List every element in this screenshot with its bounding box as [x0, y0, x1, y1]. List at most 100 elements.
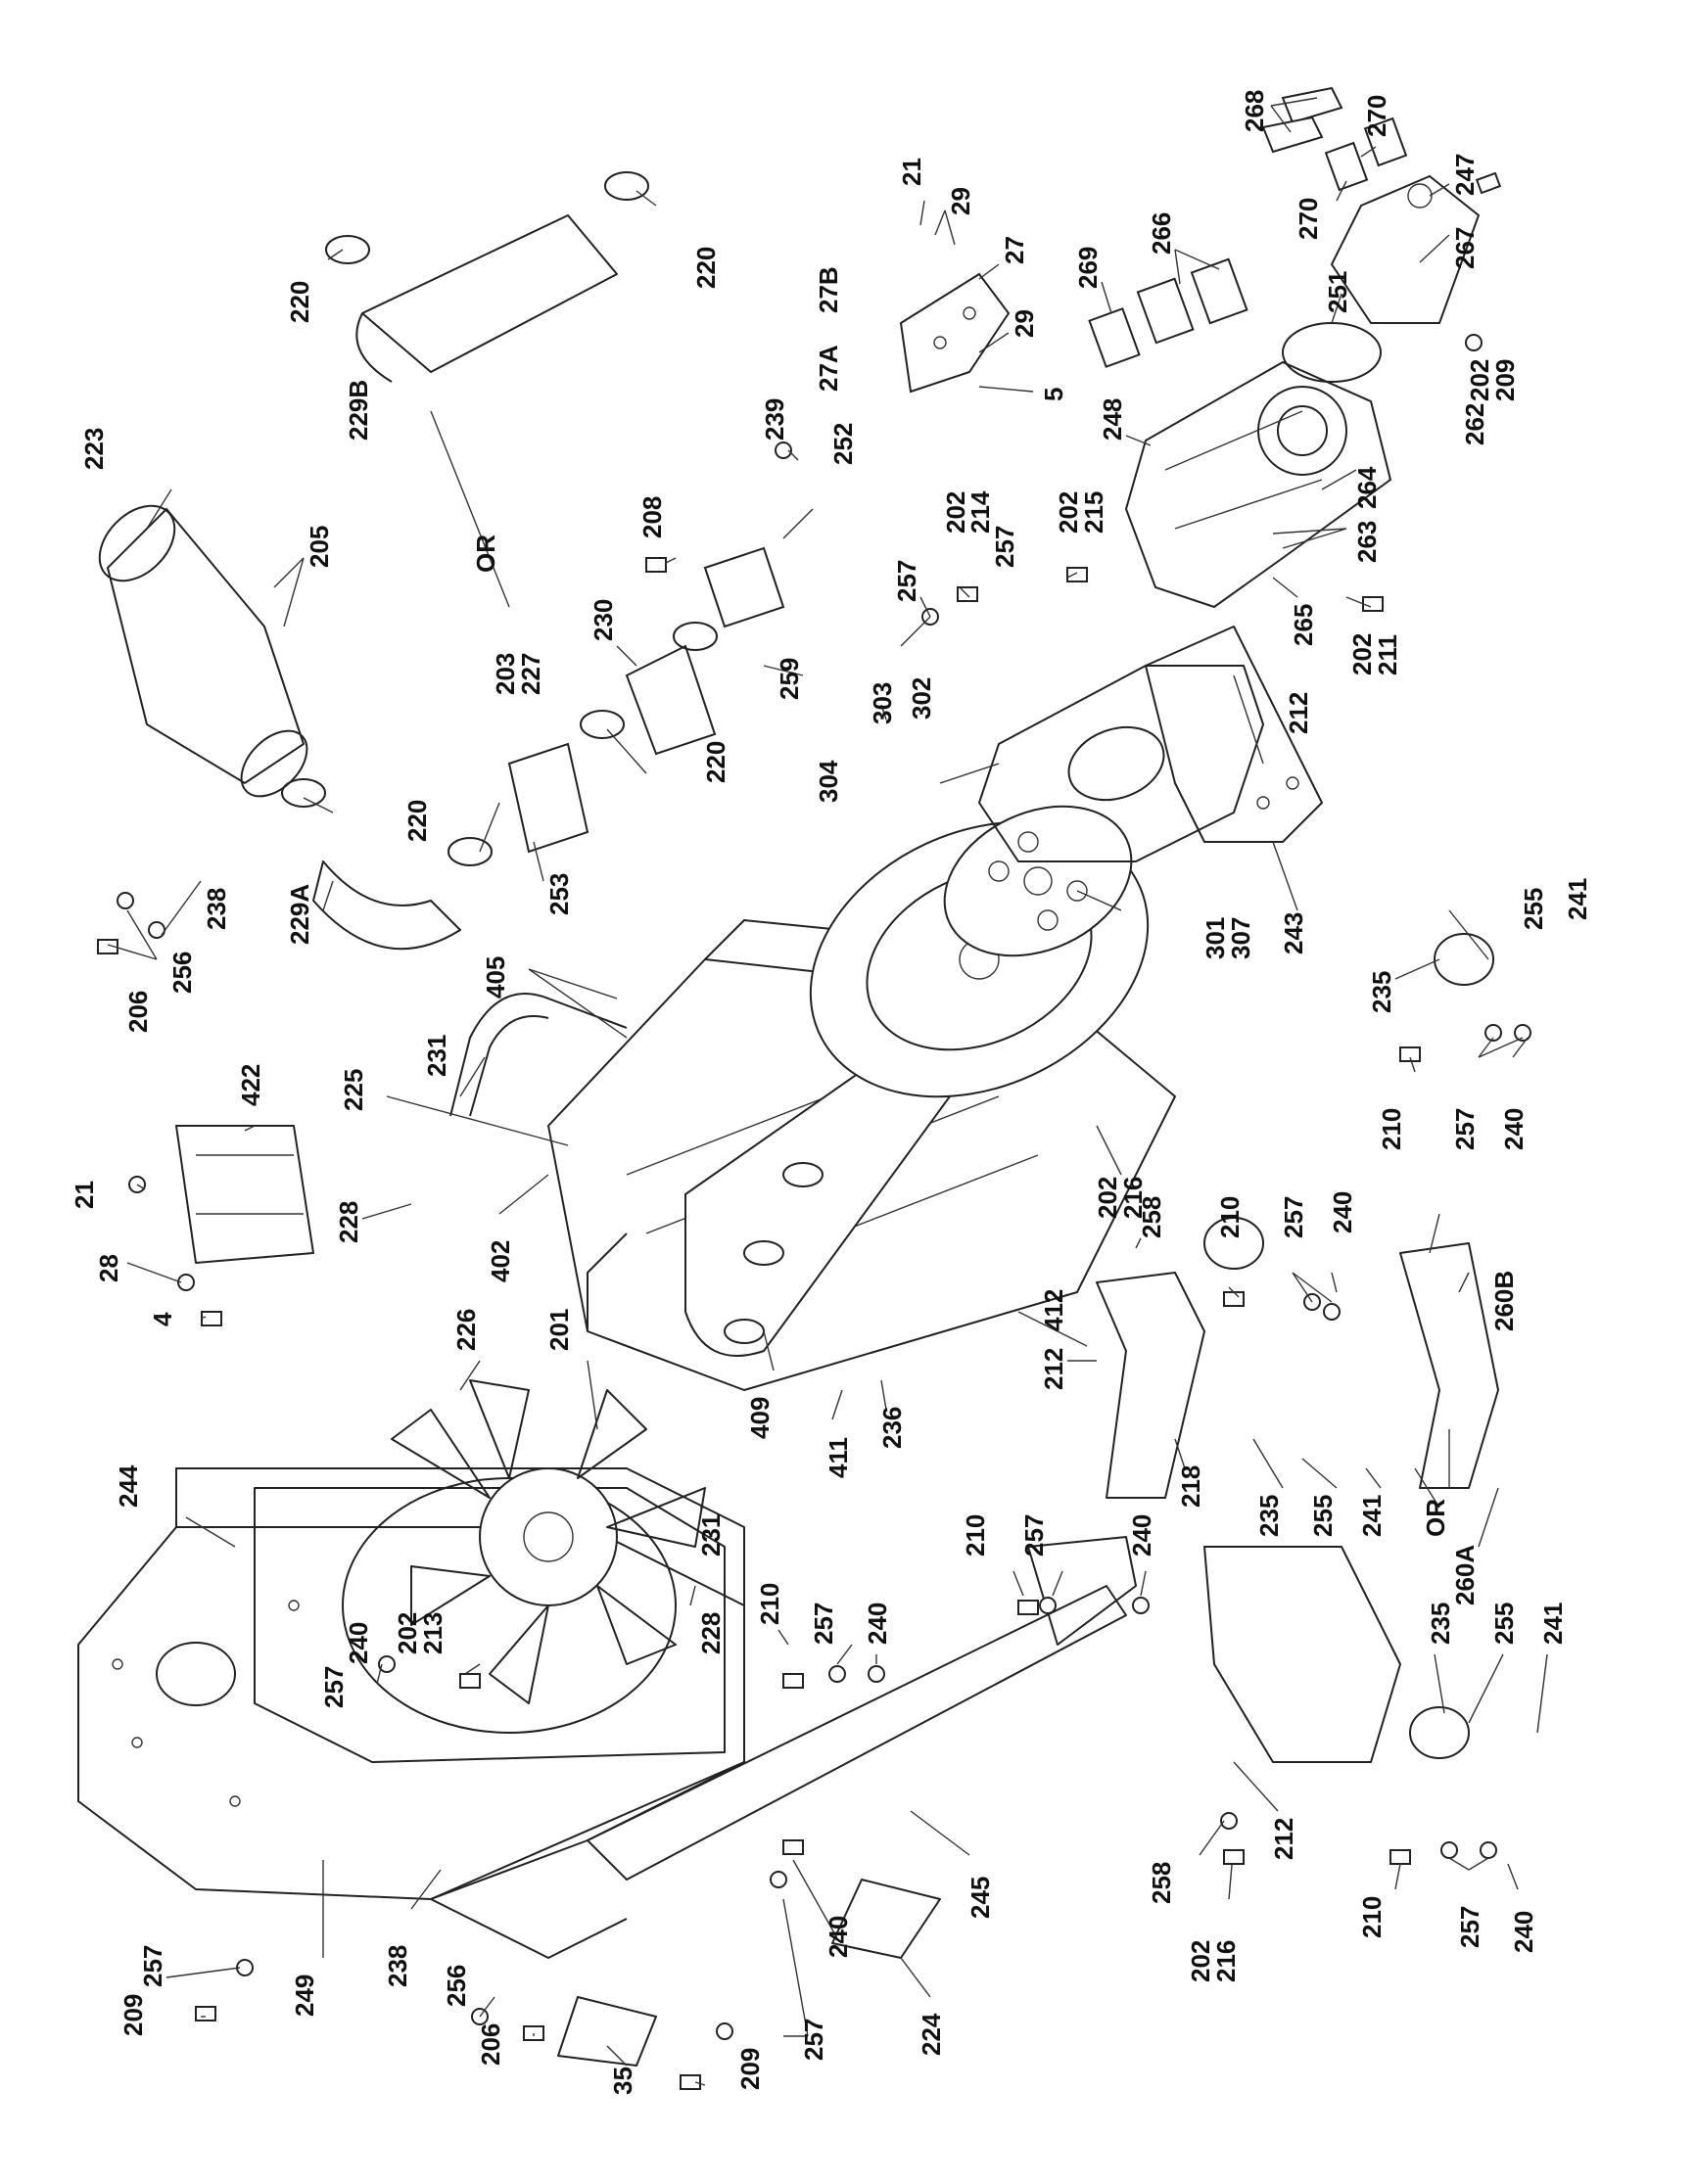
- label-201: 201: [544, 1309, 574, 1351]
- label-263: 263: [1352, 521, 1382, 563]
- label-27A: 27A: [814, 345, 843, 392]
- label-231: 231: [422, 1035, 451, 1077]
- label-208: 208: [637, 496, 667, 538]
- label-260A: 260A: [1450, 1545, 1480, 1605]
- label-4: 4: [148, 1312, 177, 1326]
- label-212: 212: [1039, 1348, 1068, 1390]
- label-224: 224: [917, 2013, 946, 2056]
- label-27B: 27B: [814, 266, 843, 313]
- label-229B: 229B: [344, 380, 373, 441]
- label-256: 256: [442, 1965, 471, 2007]
- label-269: 269: [1073, 247, 1103, 289]
- label-203: 203: [491, 653, 520, 695]
- air-cleaner: [98, 504, 308, 798]
- label-27: 27: [1000, 236, 1029, 264]
- label-409: 409: [745, 1397, 775, 1439]
- label-213: 213: [418, 1612, 447, 1654]
- label-258: 258: [1137, 1196, 1166, 1238]
- label-243: 243: [1279, 912, 1308, 954]
- label-231: 231: [696, 1514, 726, 1557]
- label-241: 241: [1563, 878, 1592, 920]
- label-220: 220: [285, 281, 314, 323]
- label-235: 235: [1426, 1603, 1455, 1645]
- label-5: 5: [1039, 388, 1068, 401]
- label-258: 258: [1147, 1862, 1176, 1904]
- label-257: 257: [319, 1666, 349, 1708]
- label-257: 257: [990, 526, 1019, 568]
- label-402: 402: [486, 1240, 515, 1282]
- label-241: 241: [1357, 1495, 1387, 1537]
- label-241: 241: [1538, 1603, 1568, 1645]
- intake-tubes: [507, 546, 785, 854]
- label-202: 202: [1465, 359, 1494, 401]
- label-240: 240: [1509, 1911, 1538, 1953]
- coupling-disc: [943, 805, 1133, 957]
- label-210: 210: [1215, 1196, 1245, 1238]
- label-422: 422: [236, 1064, 265, 1106]
- label-229A: 229A: [285, 884, 314, 945]
- label-29: 29: [946, 187, 975, 215]
- fasteners: [97, 171, 1531, 2090]
- label-235: 235: [1367, 971, 1396, 1013]
- label-270: 270: [1362, 95, 1391, 137]
- label-240: 240: [1499, 1108, 1529, 1150]
- label-209: 209: [735, 2048, 765, 2090]
- label-240: 240: [824, 1916, 853, 1958]
- label-210: 210: [755, 1583, 784, 1625]
- label-240: 240: [863, 1603, 892, 1645]
- label-251: 251: [1323, 271, 1352, 313]
- label-303: 303: [868, 682, 897, 724]
- label-210: 210: [1357, 1896, 1387, 1938]
- label-236: 236: [877, 1407, 907, 1449]
- label-264: 264: [1352, 466, 1382, 509]
- label-255: 255: [1308, 1495, 1338, 1537]
- label-412: 412: [1039, 1289, 1068, 1331]
- label-29: 29: [1010, 309, 1039, 338]
- label-220: 220: [691, 247, 721, 289]
- part-drawings: [77, 86, 1531, 2090]
- label-216: 216: [1211, 1940, 1241, 1982]
- label-255: 255: [1489, 1603, 1519, 1645]
- adapter-plate: [978, 665, 1264, 862]
- label-239: 239: [760, 398, 789, 441]
- label-211: 211: [1373, 634, 1402, 675]
- label-202: 202: [1186, 1940, 1215, 1982]
- label-257: 257: [1279, 1196, 1308, 1238]
- pump-bracket: [1145, 626, 1323, 843]
- label-270: 270: [1294, 198, 1323, 240]
- label-209: 209: [1490, 359, 1520, 401]
- label-304: 304: [814, 760, 843, 803]
- label-202: 202: [1093, 1177, 1122, 1219]
- label-240: 240: [1328, 1191, 1357, 1233]
- label-218: 218: [1176, 1465, 1205, 1508]
- label-244: 244: [114, 1464, 143, 1508]
- hydraulic-pump: [1124, 360, 1392, 609]
- label-257: 257: [1019, 1514, 1049, 1557]
- label-202: 202: [1054, 491, 1083, 534]
- intake-hoses: [312, 214, 618, 951]
- label-256: 256: [167, 952, 197, 994]
- label-262: 262: [1460, 403, 1489, 445]
- label-257: 257: [1450, 1108, 1480, 1150]
- label-210: 210: [1377, 1108, 1406, 1150]
- leader-lines: [107, 97, 1548, 2086]
- label-223: 223: [79, 428, 109, 470]
- label-252: 252: [828, 423, 858, 465]
- label-238: 238: [383, 1945, 412, 1987]
- label-209: 209: [118, 1994, 148, 2036]
- label-OR: OR: [471, 534, 500, 573]
- callout-labels: 268 270 270 247 267 251 202 209 262 266 …: [70, 90, 1592, 2095]
- engine-mount-brackets: [1096, 1242, 1499, 1763]
- label-206: 206: [476, 2023, 505, 2066]
- label-235: 235: [1254, 1495, 1284, 1537]
- label-202: 202: [941, 491, 970, 534]
- label-28: 28: [94, 1254, 123, 1282]
- base-frame: [77, 1467, 745, 1900]
- label-301: 301: [1201, 917, 1230, 959]
- label-202: 202: [1347, 633, 1377, 675]
- label-249: 249: [290, 1975, 319, 2017]
- label-255: 255: [1519, 888, 1548, 930]
- label-35: 35: [608, 2067, 637, 2095]
- label-226: 226: [451, 1309, 481, 1351]
